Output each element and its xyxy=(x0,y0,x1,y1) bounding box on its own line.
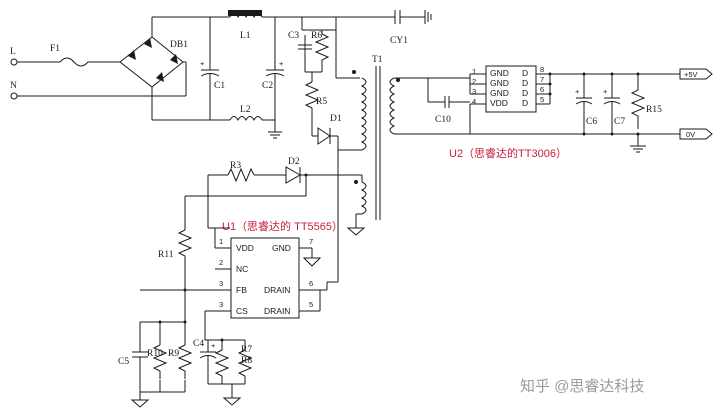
svg-text:+: + xyxy=(211,341,216,350)
bridge-label: DB1 xyxy=(170,40,188,50)
bridge-rectifier: DB1 xyxy=(119,17,188,120)
aux-bias: D2 R3 R11 xyxy=(158,157,362,290)
u1-pin1-num: 1 xyxy=(219,237,223,246)
u2-ic: 1 2 3 4 GND GND GND VDD D D D D 8 7 6 5 xyxy=(469,65,680,134)
u2-pin-6-name: D xyxy=(522,88,528,98)
svg-text:+: + xyxy=(575,87,580,96)
snubber: C3 R6 R5 D1 xyxy=(288,17,342,283)
r7-label: R7 xyxy=(241,345,252,355)
u2-pin-4-num: 4 xyxy=(472,97,476,106)
u1-ic: VDD NC FB CS GND DRAIN DRAIN 1 2 3 3 7 6… xyxy=(214,227,328,319)
gnd-output-label: 0V xyxy=(686,130,695,139)
line-terminal-label: L xyxy=(10,47,16,57)
u2-pin-2-name: GND xyxy=(490,78,509,88)
u1-vdd-label: VDD xyxy=(236,243,254,253)
u1-drain2-label: DRAIN xyxy=(264,306,290,316)
u2-pin-3-name: GND xyxy=(490,88,509,98)
u1-pin7-num: 7 xyxy=(309,237,313,246)
c2-label: C2 xyxy=(262,81,273,91)
u2-pin-3-num: 3 xyxy=(472,87,476,96)
ac-input: L N F1 xyxy=(10,44,186,100)
r3-label: R3 xyxy=(230,161,241,171)
u1-pin3-num: 3 xyxy=(219,279,223,288)
c4-label: C4 xyxy=(193,339,204,349)
u2-pin-6-num: 6 xyxy=(540,85,544,94)
u2-pin-8-name: D xyxy=(522,68,528,78)
u2-pin-5-num: 5 xyxy=(540,95,544,104)
c3-label: C3 xyxy=(288,31,299,41)
d2-label: D2 xyxy=(288,157,300,167)
u1-pin6-num: 6 xyxy=(309,279,313,288)
d1-label: D1 xyxy=(330,114,342,124)
input-filter: L1 L2 C1 + C2 + xyxy=(152,10,395,139)
u1-gnd-label: GND xyxy=(272,243,291,253)
c5-label: C5 xyxy=(118,357,129,367)
t1-label: T1 xyxy=(372,55,383,65)
u2-pin-8-num: 8 xyxy=(540,65,544,74)
transformer: T1 xyxy=(335,17,400,236)
u1-pin3b-num: 3 xyxy=(219,300,223,309)
r5-label: R5 xyxy=(316,97,327,107)
u1-fb-label: FB xyxy=(236,285,247,295)
svg-text:+: + xyxy=(279,59,284,68)
u1-title: U1（思睿达的 TT5565） xyxy=(222,219,343,233)
u1-nc-label: NC xyxy=(236,264,248,274)
r15-label: R15 xyxy=(646,105,662,115)
c10-label: C10 xyxy=(435,115,451,125)
c7-label: C7 xyxy=(614,117,625,127)
u1-drain1-label: DRAIN xyxy=(264,285,290,295)
u1-pin5-num: 5 xyxy=(309,300,313,309)
cy1-label: CY1 xyxy=(390,36,408,46)
neutral-terminal-label: N xyxy=(10,81,17,91)
u1-cs-label: CS xyxy=(236,306,248,316)
output-filter: + C6 + C7 R15 +5V 0V xyxy=(575,68,713,153)
svg-text:+: + xyxy=(603,87,608,96)
r10-label: R10 xyxy=(147,349,163,359)
feedback-network: C5 R10 R9 + C4 R7 R8 xyxy=(118,288,252,408)
u2-pin-2-num: 2 xyxy=(472,77,476,86)
u2-pin-1-name: GND xyxy=(490,68,509,78)
secondary-side: C10 xyxy=(394,77,680,135)
u2-pin-7-num: 7 xyxy=(540,75,544,84)
svg-text:+: + xyxy=(200,59,205,68)
u2-title: U2（思睿达的TT3006） xyxy=(449,146,567,160)
u2-pin-5-name: D xyxy=(522,98,528,108)
fuse-label: F1 xyxy=(50,44,60,54)
r9-label: R9 xyxy=(168,349,179,359)
u2-pin-1-num: 1 xyxy=(472,67,476,76)
y-capacitor: CY1 xyxy=(390,10,432,46)
l2-label: L2 xyxy=(240,105,251,115)
r6-label: R6 xyxy=(311,31,322,41)
r11-label: R11 xyxy=(158,250,174,260)
pos-output-label: +5V xyxy=(684,70,698,79)
l1-label: L1 xyxy=(240,31,251,41)
u2-pin-7-name: D xyxy=(522,78,528,88)
r8-label: R8 xyxy=(241,356,252,366)
u2-pin-4-name: VDD xyxy=(490,98,508,108)
c6-label: C6 xyxy=(586,117,597,127)
c1-label: C1 xyxy=(214,81,225,91)
u1-pin2-num: 2 xyxy=(219,258,223,267)
watermark-text: 知乎 @思睿达科技 xyxy=(520,378,644,395)
